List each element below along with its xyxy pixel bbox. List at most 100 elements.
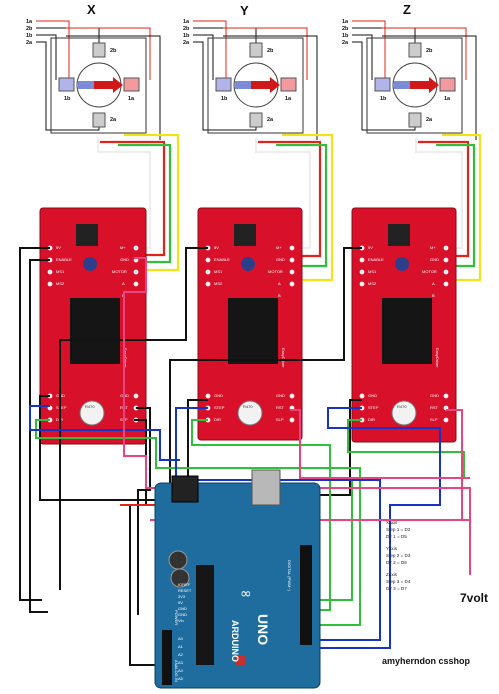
pin-label-gnd-right: GND xyxy=(276,257,285,262)
power-jack xyxy=(171,475,199,503)
analog-header-label: ANALOG IN xyxy=(174,660,179,682)
motor-x: X 1a 2b 1b 2a 2b 1b 1a 2a xyxy=(26,2,161,140)
pin-label-motor: MOTOR xyxy=(268,269,283,274)
right-pin-header xyxy=(289,245,295,423)
center-label-1b: 1b xyxy=(64,96,71,102)
easydriver-y: EasyDriver R470 5V ENABLE MS1 MS2 GND ST… xyxy=(197,207,303,441)
arduino-brand: ARDUINO xyxy=(230,620,240,662)
reset-button[interactable] xyxy=(236,655,246,665)
motor-driver-wires xyxy=(96,133,482,282)
pin-label-b: B xyxy=(278,293,281,298)
power-pin-ioref: IOREF xyxy=(178,582,191,587)
pin-label-gnd-right: GND xyxy=(430,257,439,262)
pin-label-step: STEP xyxy=(56,405,67,410)
pin-notes: Xaxis Step 1 = D2 Dir 1 = D5 Yaxis Step … xyxy=(386,520,411,591)
coil-label-1a: 1a xyxy=(342,19,349,25)
regulator xyxy=(234,224,256,246)
driver-chip-label: EasyDriver xyxy=(281,348,286,368)
analog-pin-a2: A2 xyxy=(178,652,184,657)
current-pot xyxy=(237,400,263,426)
coil-label-2a: 2a xyxy=(183,40,190,46)
pin-label-rst: RST xyxy=(276,405,285,410)
coil-left xyxy=(374,77,391,92)
motor-y: Y 1a 2b 1b 2a 2b 1b 1a 2a xyxy=(183,3,318,140)
pin-label-step: STEP xyxy=(214,405,225,410)
note-y-dir: Dir 2 = D6 xyxy=(386,560,407,565)
analog-pin-a5: A5 xyxy=(178,676,184,681)
pin-label-enable: ENABLE xyxy=(368,257,384,262)
note-x-step: Step 1 = D2 xyxy=(386,527,411,532)
left-pin-header xyxy=(205,245,211,423)
digital-header-label: DIGITAL (PWM~) xyxy=(287,560,292,592)
pin-label-ms2: MS2 xyxy=(214,281,223,286)
pin-label-m-plus: M+ xyxy=(430,245,436,250)
coil-label-2a: 2a xyxy=(26,40,33,46)
regulator xyxy=(76,224,98,246)
pin-label-dir: DIR xyxy=(214,417,221,422)
motor-frame xyxy=(50,37,147,134)
driver-chip xyxy=(228,298,278,364)
capacitor-1 xyxy=(168,550,188,570)
lead-wires xyxy=(193,20,318,140)
right-pin-header xyxy=(443,245,449,423)
coil-left xyxy=(58,77,75,92)
coil-label-2a: 2a xyxy=(342,40,349,46)
coil-label-2b: 2b xyxy=(183,26,190,32)
pin-label-5v: 5V xyxy=(56,245,61,250)
coil-label-2b: 2b xyxy=(342,26,349,32)
note-z-step: Step 3 = D4 xyxy=(386,579,411,584)
pin-label-gnd: GND xyxy=(214,393,223,398)
power-pin-3v3: 3V3 xyxy=(178,594,186,599)
pin-label-5v: 5V xyxy=(214,245,219,250)
center-label-1a: 1a xyxy=(285,96,292,102)
credit-label: amyherndon csshop xyxy=(382,656,471,666)
pot-label: R470 xyxy=(397,404,407,409)
pin-label-rst: RST xyxy=(430,405,439,410)
pin-label-slp: SLP xyxy=(276,417,284,422)
current-pot xyxy=(391,400,417,426)
power-header-label: POWER xyxy=(174,610,179,625)
pin-label-motor: MOTOR xyxy=(422,269,437,274)
note-y-step: Step 2 = D3 xyxy=(386,553,411,558)
note-x-title: Xaxis xyxy=(386,520,398,525)
status-led xyxy=(395,257,409,271)
coil-bottom xyxy=(249,112,263,128)
pin-label-motor: MOTOR xyxy=(112,269,127,274)
pin-label-ms2: MS2 xyxy=(56,281,65,286)
coil-top xyxy=(92,42,106,58)
center-label-2b: 2b xyxy=(426,48,433,54)
driver-chip xyxy=(382,298,432,364)
digital-header xyxy=(300,545,312,645)
easydriver-x: EasyDriver R470 5V ENABLE MS1 MS2 GND ST… xyxy=(39,207,147,445)
pin-label-slp: SLP xyxy=(430,417,438,422)
easydriver-z: EasyDriver R470 5V ENABLE MS1 MS2 GND ST… xyxy=(351,207,457,443)
pin-label-ms1: MS1 xyxy=(368,269,377,274)
logic-wires xyxy=(19,247,471,666)
coil-left xyxy=(215,77,232,92)
power-pin-gnd-1: GND xyxy=(178,606,187,611)
pin-label-ms2: MS2 xyxy=(368,281,377,286)
coil-bottom xyxy=(408,112,422,128)
pin-label-gnd-2: GND xyxy=(276,393,285,398)
coil-label-2b: 2b xyxy=(26,26,33,32)
capacitor-2 xyxy=(170,568,190,588)
center-label-2b: 2b xyxy=(267,48,274,54)
usb-port xyxy=(251,469,281,506)
rotor-south xyxy=(235,81,251,89)
coil-label-1a: 1a xyxy=(183,19,190,25)
power-label: 7volt xyxy=(460,591,488,605)
analog-header xyxy=(162,630,172,685)
center-label-1b: 1b xyxy=(221,96,228,102)
analog-pin-a3: A3 xyxy=(178,660,184,665)
pin-label-m-plus: M+ xyxy=(276,245,282,250)
pin-label-ms1: MS1 xyxy=(56,269,65,274)
power-pin-5v: 5V xyxy=(178,600,183,605)
pin-label-gnd-2: GND xyxy=(430,393,439,398)
arduino-model: UNO xyxy=(255,614,271,645)
coil-right xyxy=(123,77,140,92)
atmega-chip xyxy=(196,565,214,665)
analog-pin-a4: A4 xyxy=(178,668,184,673)
coil-label-1b: 1b xyxy=(26,33,33,39)
pin-label-enable: ENABLE xyxy=(56,257,72,262)
center-label-1a: 1a xyxy=(128,96,135,102)
